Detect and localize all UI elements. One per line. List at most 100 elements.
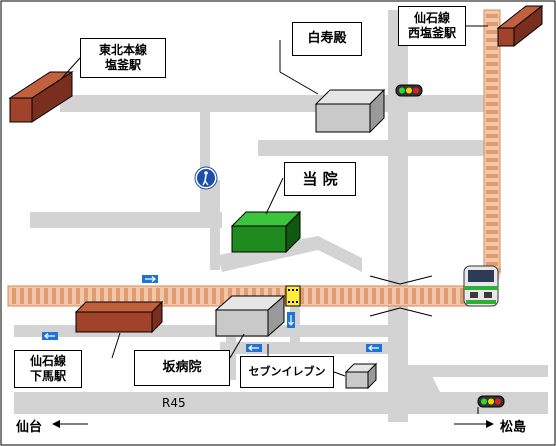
rail-tie bbox=[388, 288, 392, 304]
rail-tie bbox=[12, 288, 16, 304]
rail-tie bbox=[486, 246, 498, 250]
road-main-vertical bbox=[388, 10, 408, 422]
traffic-light-icon bbox=[477, 395, 505, 414]
rail-tie bbox=[172, 288, 176, 304]
east-arrow-icon bbox=[454, 420, 494, 428]
building-this-clinic bbox=[230, 210, 302, 254]
rail-tie bbox=[486, 190, 498, 194]
road-middle bbox=[258, 140, 496, 156]
road-south-1 bbox=[14, 325, 398, 337]
traffic-light-icon bbox=[395, 84, 423, 97]
rail-tie bbox=[356, 288, 360, 304]
label-matsushima: 松島 bbox=[500, 420, 527, 435]
rail-tie bbox=[116, 288, 120, 304]
rail-tie bbox=[486, 14, 498, 18]
rail-tie bbox=[486, 166, 498, 170]
train-icon bbox=[463, 265, 499, 307]
rail-tie bbox=[348, 288, 352, 304]
rail-tie bbox=[486, 102, 498, 106]
rail-tie bbox=[486, 126, 498, 130]
rail-tie bbox=[486, 94, 498, 98]
rail-tie bbox=[28, 288, 32, 304]
rail-tie bbox=[486, 134, 498, 138]
rail-tie bbox=[486, 118, 498, 122]
rail-tie bbox=[36, 288, 40, 304]
label-station: 下馬駅 bbox=[29, 369, 66, 383]
rail-tie bbox=[486, 142, 498, 146]
label-line: 仙石線 bbox=[29, 354, 66, 368]
label-text: 白寿殿 bbox=[307, 30, 347, 46]
rail-tie bbox=[486, 254, 498, 258]
rail-tie bbox=[332, 288, 336, 304]
label-saka-hospital: 坂病院 bbox=[134, 350, 230, 386]
rail-tie bbox=[486, 78, 498, 82]
rail-tie bbox=[92, 288, 96, 304]
rail-tie bbox=[486, 54, 498, 58]
rail-tie bbox=[340, 288, 344, 304]
rail-tie bbox=[486, 86, 498, 90]
rail-tie bbox=[140, 288, 144, 304]
road-east-south bbox=[408, 365, 548, 377]
rail-tie bbox=[396, 288, 400, 304]
label-line: 東北本線 bbox=[98, 43, 147, 57]
rail-tie bbox=[452, 288, 456, 304]
railroad-crossing-icon bbox=[369, 275, 433, 317]
rail-tie bbox=[68, 288, 72, 304]
building-nishi-shiogama-station bbox=[496, 4, 544, 48]
label-text: 坂病院 bbox=[162, 359, 202, 375]
rail-tie bbox=[204, 288, 208, 304]
rail-tie bbox=[428, 288, 432, 304]
rail-tie bbox=[486, 62, 498, 66]
rail-tie bbox=[412, 288, 416, 304]
label-tohoku-line-shiogama: 東北本線 塩釜駅 bbox=[80, 38, 166, 78]
rail-tie bbox=[486, 222, 498, 226]
rail-tie bbox=[404, 288, 408, 304]
building-shiogama-station bbox=[8, 71, 74, 123]
label-line: 仙石線 bbox=[413, 11, 450, 25]
road-west-stub bbox=[30, 212, 222, 228]
rail-tie bbox=[486, 206, 498, 210]
rail-tie bbox=[300, 288, 304, 304]
rail-tie bbox=[420, 288, 424, 304]
crossing-gate-icon bbox=[285, 285, 301, 307]
road-west-vertical-2 bbox=[210, 180, 220, 270]
label-senseki-nishi-shiogama: 仙石線 西塩釜駅 bbox=[398, 6, 466, 46]
road-northeast bbox=[408, 95, 496, 112]
one-way-arrow-icon bbox=[142, 275, 158, 283]
rail-tie bbox=[76, 288, 80, 304]
rail-tie bbox=[108, 288, 112, 304]
rail-tie bbox=[60, 288, 64, 304]
rail-tie bbox=[44, 288, 48, 304]
roads bbox=[14, 10, 548, 422]
rail-tie bbox=[20, 288, 24, 304]
rail-tie bbox=[164, 288, 168, 304]
rail-tie bbox=[196, 288, 200, 304]
rail-tie bbox=[486, 230, 498, 234]
rail-tie bbox=[486, 262, 498, 266]
one-way-arrow-icon bbox=[287, 312, 295, 328]
rail-tie bbox=[486, 70, 498, 74]
rail-tie bbox=[486, 238, 498, 242]
building-hakujuden bbox=[314, 88, 386, 134]
road-south-2 bbox=[220, 342, 398, 354]
building-seven-eleven bbox=[344, 362, 378, 390]
rail-tie bbox=[84, 288, 88, 304]
rail-tie bbox=[132, 288, 136, 304]
rail-tie bbox=[486, 158, 498, 162]
rail-tie bbox=[436, 288, 440, 304]
label-senseki-shimouma: 仙石線 下馬駅 bbox=[14, 350, 82, 388]
rail-tie bbox=[486, 150, 498, 154]
road-north bbox=[60, 95, 496, 112]
west-arrow-icon bbox=[52, 420, 88, 428]
road-southeast-curve bbox=[398, 372, 440, 392]
rail-tie bbox=[486, 198, 498, 202]
one-way-arrow-icon bbox=[246, 344, 262, 352]
rail-tie bbox=[372, 288, 376, 304]
label-sendai: 仙台 bbox=[16, 420, 43, 435]
rail-tie bbox=[308, 288, 312, 304]
rail-tie bbox=[486, 38, 498, 42]
rail-tie bbox=[316, 288, 320, 304]
label-hakujuden: 白寿殿 bbox=[292, 22, 362, 56]
one-way-arrow-icon bbox=[366, 344, 382, 352]
